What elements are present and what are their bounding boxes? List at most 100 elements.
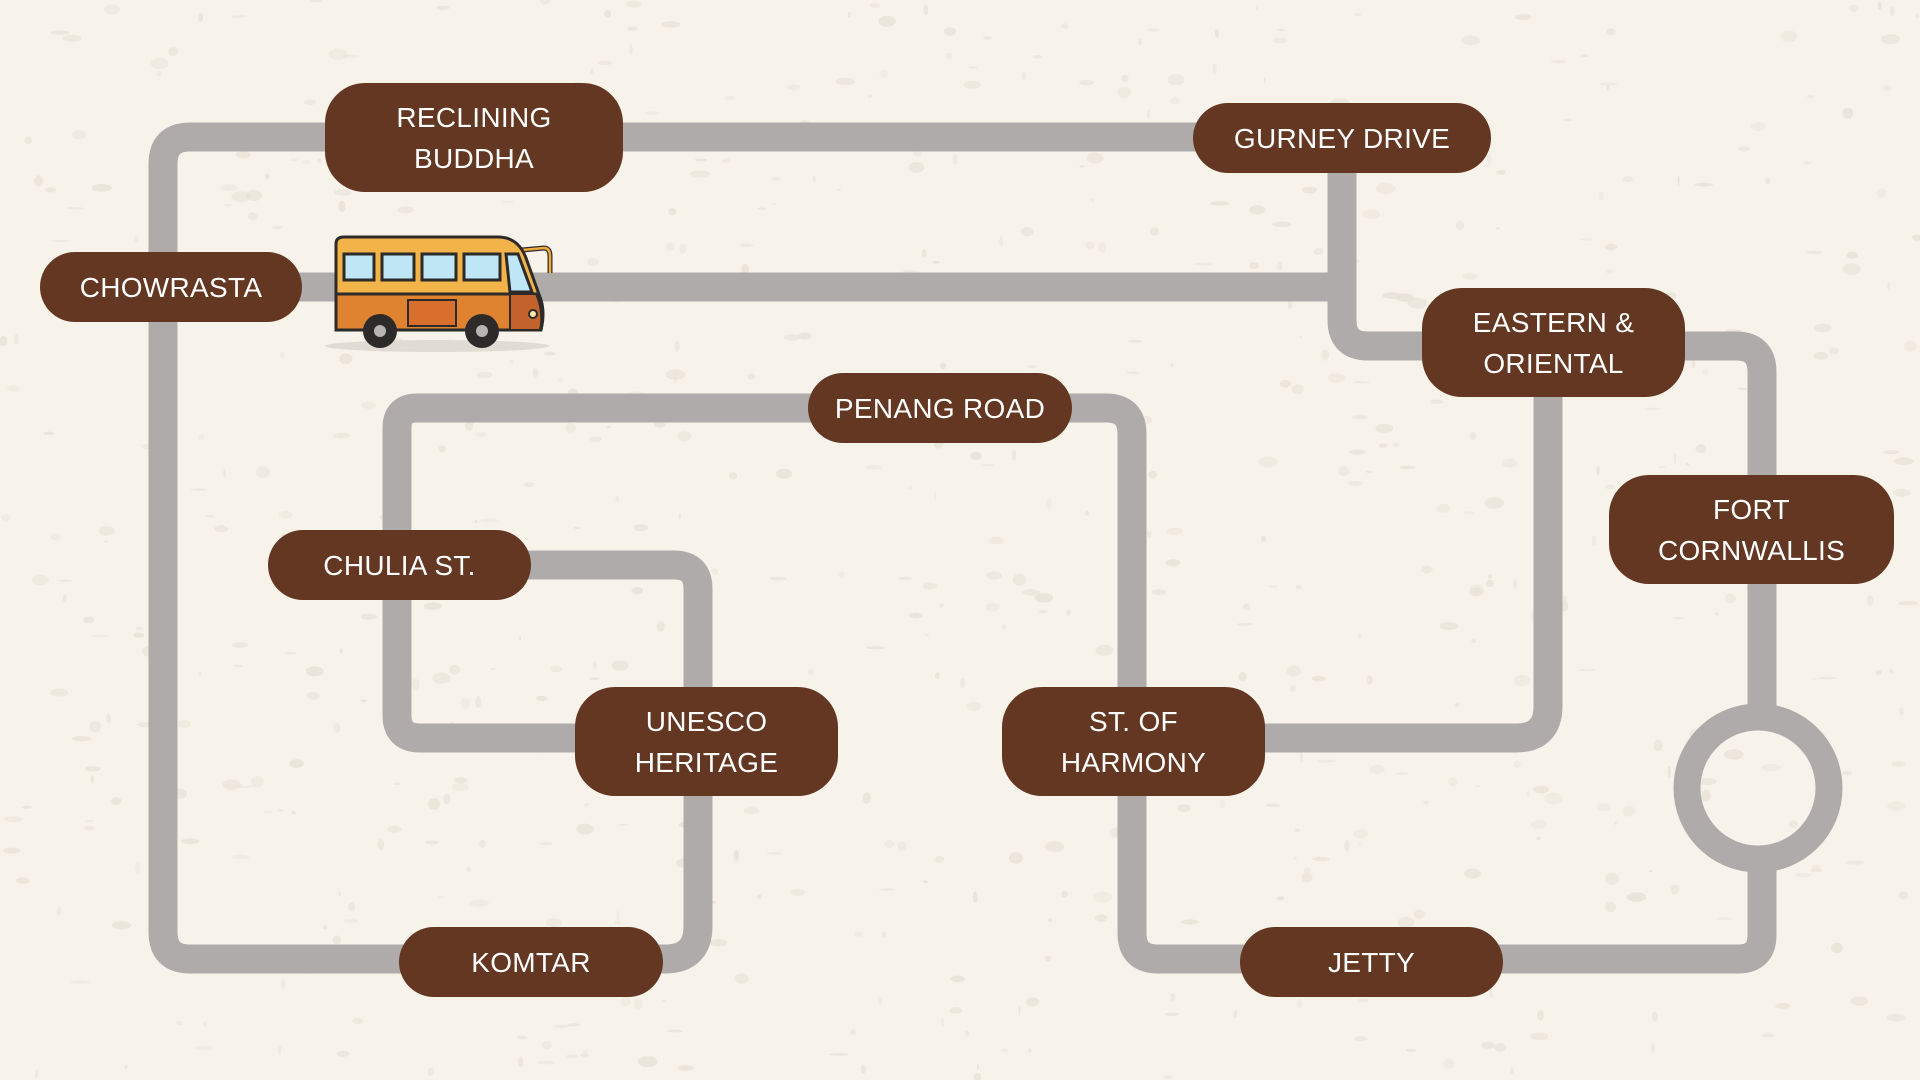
texture-speckle [289,759,304,768]
texture-speckle [1353,380,1370,384]
texture-speckle [532,367,539,378]
texture-speckle [479,518,499,523]
texture-speckle [1670,884,1680,895]
texture-speckle [475,696,482,708]
texture-speckle [629,43,633,56]
texture-speckle [829,1053,849,1056]
texture-speckle [231,191,251,203]
station-chulia-st[interactable]: CHULIA ST. [268,530,531,600]
texture-speckle [668,208,677,216]
texture-speckle [250,776,264,788]
texture-speckle [1845,860,1865,865]
texture-speckle [597,60,612,65]
texture-speckle [1599,82,1618,87]
texture-speckle [289,158,299,161]
texture-speckle [1338,465,1349,477]
texture-speckle [360,613,377,620]
texture-speckle [1375,423,1394,433]
texture-speckle [1209,201,1230,206]
texture-speckle [1170,363,1174,367]
texture-speckle [125,1064,128,1070]
texture-speckle [1349,449,1366,455]
texture-speckle [1046,498,1052,509]
texture-speckle [1537,1009,1544,1021]
texture-speckle [734,973,749,984]
texture-speckle [1530,1032,1549,1041]
texture-speckle [62,594,67,603]
texture-speckle [156,71,162,77]
texture-speckle [656,620,665,632]
texture-speckle [1027,364,1037,369]
texture-speckle [180,838,200,845]
texture-speckle [1889,668,1894,674]
texture-speckle [1697,778,1717,786]
texture-speckle [922,880,928,884]
texture-speckle [694,158,707,162]
texture-speckle [1877,1,1882,10]
texture-speckle [361,401,376,409]
texture-speckle [1485,579,1494,588]
texture-speckle [59,579,73,582]
texture-speckle [223,468,226,478]
texture-speckle [1395,772,1409,775]
texture-speckle [233,664,244,668]
texture-speckle [677,430,692,442]
texture-speckle [1806,250,1823,255]
texture-speckle [1291,384,1304,395]
texture-speckle [1883,450,1900,455]
texture-speckle [724,95,736,100]
texture-speckle [436,5,450,10]
texture-speckle [1369,764,1385,775]
texture-speckle [1887,281,1891,291]
texture-speckle [1399,465,1416,470]
texture-speckle [519,636,522,641]
texture-speckle [1544,792,1563,805]
texture-speckle [1,514,11,522]
texture-speckle [332,935,342,945]
texture-speckle [333,722,341,733]
texture-speckle [722,158,731,163]
texture-speckle [1462,511,1474,515]
station-jetty[interactable]: JETTY [1240,927,1503,997]
texture-speckle [1464,868,1481,879]
texture-speckle [662,999,666,1003]
texture-speckle [627,26,638,31]
texture-speckle [31,574,49,586]
station-chowrasta[interactable]: CHOWRASTA [40,252,302,322]
station-penang-road[interactable]: PENANG ROAD [808,373,1072,443]
texture-speckle [921,248,927,258]
texture-speckle [665,369,686,380]
texture-speckle [475,431,487,437]
texture-speckle [1312,856,1330,862]
texture-speckle [423,602,443,610]
texture-speckle [1079,79,1095,86]
texture-speckle [1810,868,1822,873]
texture-speckle [343,919,359,923]
station-komtar[interactable]: KOMTAR [399,927,663,997]
texture-speckle [1086,152,1104,164]
station-label-line: EASTERN & [1472,306,1635,338]
texture-speckle [878,997,882,1006]
texture-speckle [265,173,270,180]
texture-speckle [302,159,311,164]
texture-speckle [255,466,270,479]
station-gurney-drive[interactable]: GURNEY DRIVE [1193,103,1491,173]
station-eastern-oriental[interactable]: EASTERN &ORIENTAL [1422,288,1685,397]
texture-speckle [1775,1003,1791,1009]
station-label-line: CHOWRASTA [79,271,263,303]
texture-speckle [56,906,62,917]
texture-speckle [1092,891,1113,903]
texture-speckle [862,792,871,804]
texture-speckle [711,568,719,575]
texture-speckle [83,616,95,624]
texture-speckle [1474,785,1482,788]
texture-speckle [645,111,660,116]
texture-speckle [878,888,895,891]
texture-speckle [1876,188,1887,198]
texture-speckle [305,666,324,677]
texture-speckle [1038,609,1048,614]
